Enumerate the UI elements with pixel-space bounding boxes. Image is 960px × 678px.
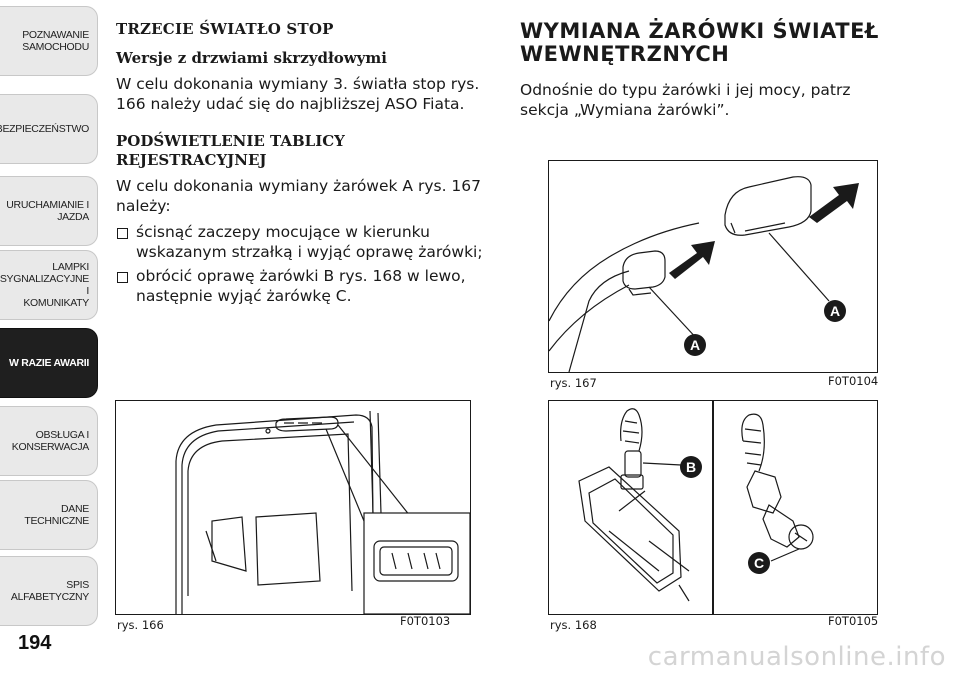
instruction-list: ścisnąć zaczepy mocujące w kierunku wska…	[116, 222, 492, 306]
heading-plate-light: PODŚWIETLENIE TABLICY REJESTRACYJNEJ	[116, 132, 345, 169]
figure-168-code: F0T0105	[828, 614, 879, 628]
figure-166-code: F0T0103	[400, 614, 451, 628]
figure-167-caption: rys. 167	[550, 376, 597, 390]
tab-lampki-sygnalizacyjne[interactable]: LAMPKI SYGNALIZACYJNE I KOMUNIKATY	[0, 250, 98, 320]
figure-166-caption: rys. 166	[117, 618, 164, 632]
page-number: 194	[18, 632, 52, 654]
arrow-icon	[809, 183, 859, 223]
plate-light-illustration: A A	[549, 176, 859, 372]
paragraph-interior-lights: Odnośnie do typu żarówki i jej mocy, pat…	[520, 81, 851, 119]
heading-interior-lights: WYMIANA ŻARÓWKI ŚWIATEŁ WEWNĘTRZNYCH	[520, 19, 879, 66]
figure-167-code: F0T0104	[828, 374, 879, 388]
figure-168: B C	[548, 400, 878, 615]
rear-door-illustration	[175, 410, 470, 614]
square-bullet-icon	[117, 228, 128, 239]
bulb-replacement-illustration: B C	[578, 401, 814, 614]
callout-b-marker	[680, 456, 702, 478]
heading-third-brake-light: TRZECIE ŚWIATŁO STOP	[116, 20, 334, 38]
arrow-icon	[669, 241, 715, 279]
right-column: WYMIANA ŻARÓWKI ŚWIATEŁ WEWNĘTRZNYCH Odn…	[520, 14, 900, 126]
paragraph-brake-light: W celu dokonania wymiany 3. światła stop…	[116, 75, 480, 113]
left-column: TRZECIE ŚWIATŁO STOP Wersje z drzwiami s…	[116, 14, 492, 310]
callout-c-marker	[748, 552, 770, 574]
figure-166	[115, 400, 471, 615]
callout-a-label: A	[690, 337, 700, 353]
tab-uruchamianie-jazda[interactable]: URUCHAMIANIE I JAZDA	[0, 176, 98, 246]
tab-bezpieczenstwo[interactable]: BEZPIECZEŃSTWO	[0, 94, 98, 164]
subheading-wing-doors: Wersje z drzwiami skrzydłowymi	[116, 49, 387, 67]
callout-c-label: C	[754, 555, 764, 571]
callout-a-marker	[684, 334, 706, 356]
tab-poznawanie-samochodu[interactable]: POZNAWANIE SAMOCHODU	[0, 6, 98, 76]
callout-a-label: A	[830, 303, 840, 319]
tab-obsluga-konserwacja[interactable]: OBSŁUGA I KONSERWACJA	[0, 406, 98, 476]
tab-w-razie-awarii[interactable]: W RAZIE AWARII	[0, 328, 98, 398]
figure-167: A A	[548, 160, 878, 373]
section-sidebar: POZNAWANIE SAMOCHODU BEZPIECZEŃSTWO URUC…	[0, 0, 100, 640]
list-item: ścisnąć zaczepy mocujące w kierunku wska…	[116, 222, 492, 262]
list-item: obrócić oprawę żarówki B rys. 168 w lewo…	[116, 266, 492, 306]
watermark: carmanualsonline.info	[647, 642, 946, 672]
paragraph-plate-light: W celu dokonania wymiany żarówek A rys. …	[116, 177, 482, 215]
tab-spis-alfabetyczny[interactable]: SPIS ALFABETYCZNY	[0, 556, 98, 626]
callout-a-marker	[824, 300, 846, 322]
tab-dane-techniczne[interactable]: DANE TECHNICZNE	[0, 480, 98, 550]
square-bullet-icon	[117, 272, 128, 283]
figure-168-caption: rys. 168	[550, 618, 597, 632]
callout-b-label: B	[686, 459, 696, 475]
